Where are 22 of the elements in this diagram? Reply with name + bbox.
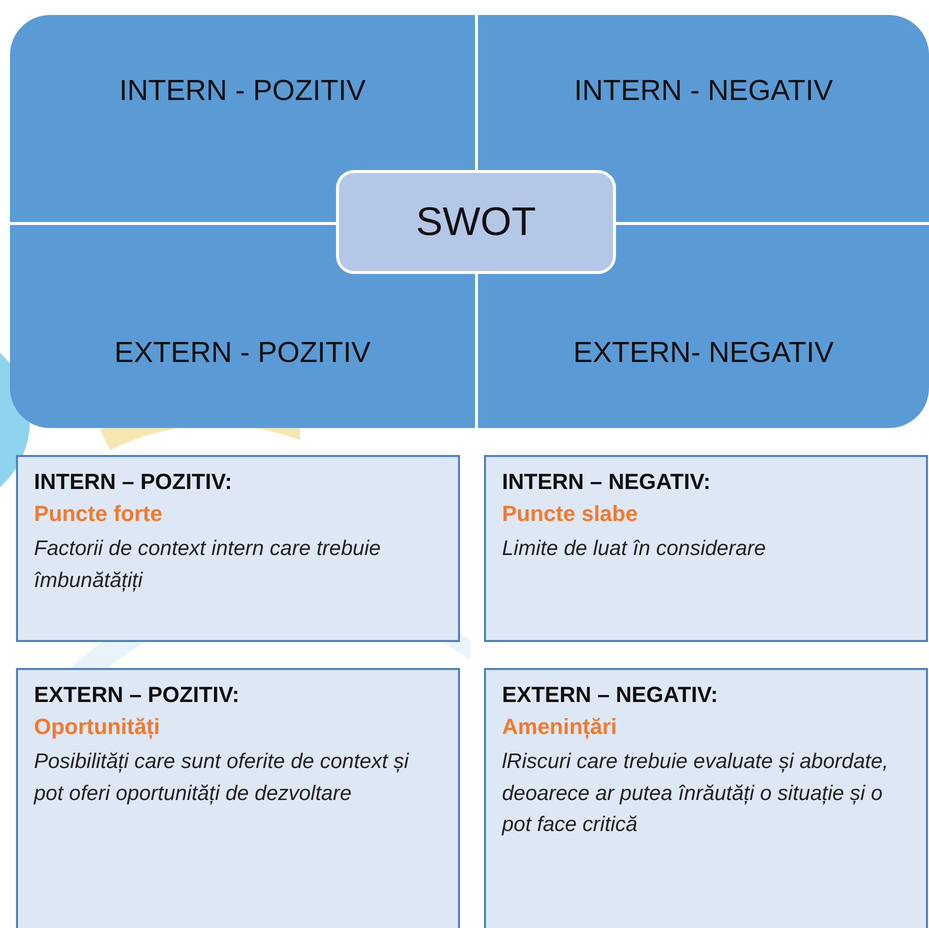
card-description: lRiscuri care trebuie evaluate și abordate, deoarece ar putea înrăutăți o situație și o pot face critică [502,749,890,838]
center-box [336,170,616,274]
card-description: Limite de luat în considerare [502,536,767,562]
description-card [16,668,460,928]
center-title: SWOT [416,200,536,244]
card-description: Factorii de context intern care trebuie îmbunătățiți [34,536,382,594]
description-card [484,668,928,928]
quadrant-label: INTERN - POZITIV [119,75,366,108]
card-heading: EXTERN – POZITIV: [34,682,240,708]
quadrant-label: INTERN - NEGATIV [574,75,833,108]
card-subtitle: Puncte slabe [502,501,639,527]
card-heading: EXTERN – NEGATIV: [502,682,719,708]
card-subtitle: Amenințări [502,714,618,740]
card-description: Posibilități care sunt oferite de context și pot oferi oportunități de dezvoltare [34,749,410,807]
description-card [484,455,928,642]
quadrant-label: EXTERN- NEGATIV [573,337,834,370]
card-heading: INTERN – POZITIV: [34,469,234,495]
card-heading: INTERN – NEGATIV: [502,469,712,495]
card-subtitle: Puncte forte [34,501,164,527]
card-subtitle: Oportunități [34,714,161,740]
quadrant-label: EXTERN - POZITIV [114,337,371,370]
description-card [16,455,460,642]
